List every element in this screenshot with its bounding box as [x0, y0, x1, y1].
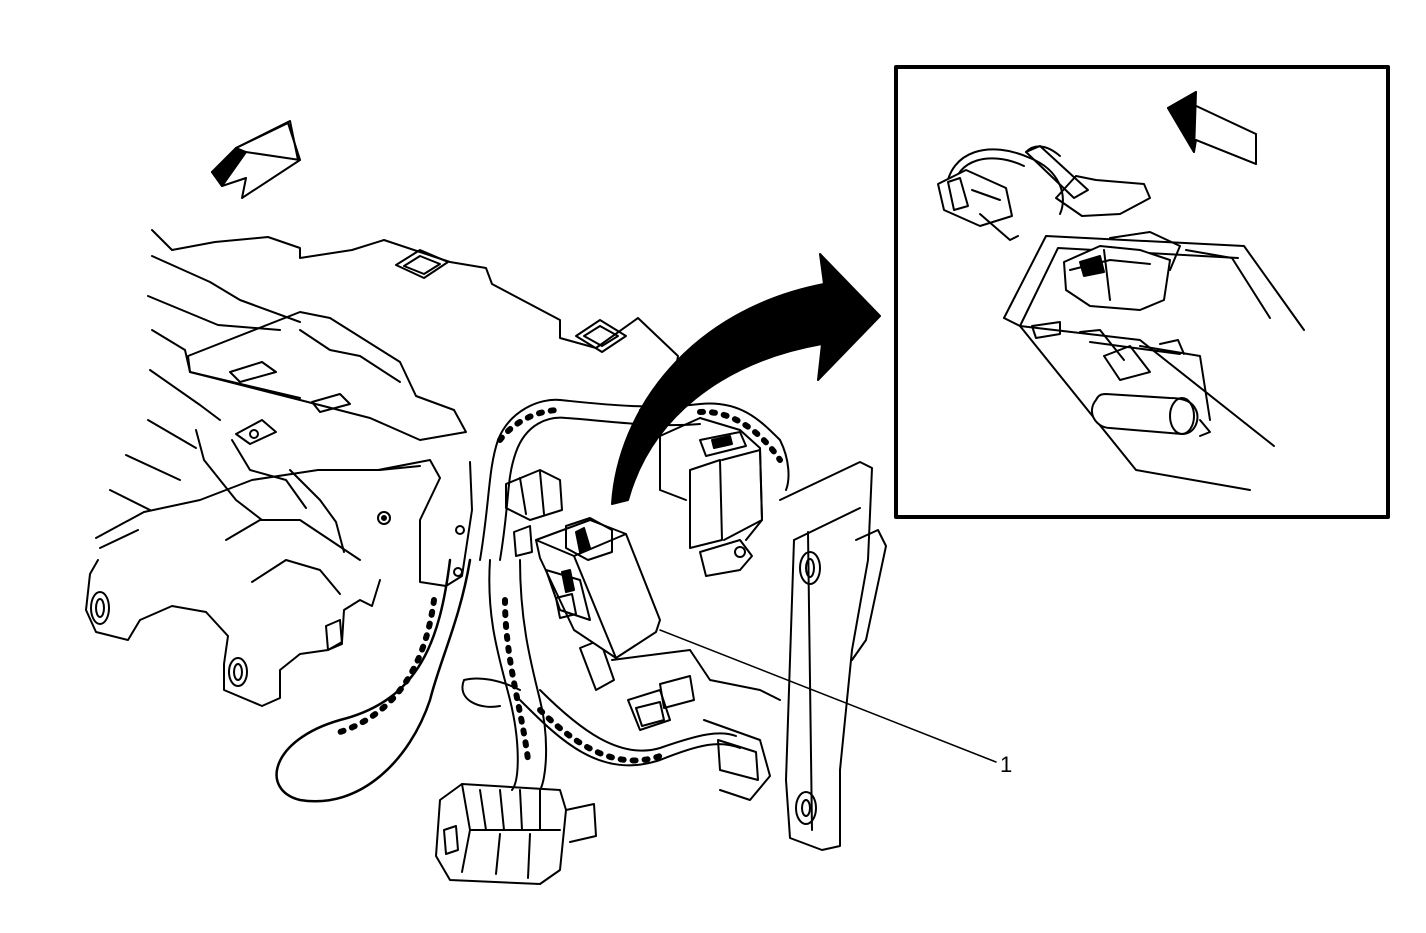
module-harness-connector: [505, 469, 563, 557]
forward-direction-arrow-icon: [211, 120, 301, 199]
inflatable-restraint-module: [535, 517, 661, 659]
detail-inset: [894, 65, 1390, 519]
inset-direction-arrow-icon: [1167, 91, 1257, 165]
callout-1-label: 1: [1000, 752, 1012, 777]
detail-view-arrow-icon: [611, 253, 881, 505]
harness-connector: [435, 783, 597, 885]
wiring-harness: [275, 398, 790, 803]
right-support-bracket: [779, 461, 887, 851]
relay-bracket: [579, 417, 781, 801]
callout-leader-line: [659, 629, 997, 763]
instrument-panel-carrier: [85, 229, 679, 707]
